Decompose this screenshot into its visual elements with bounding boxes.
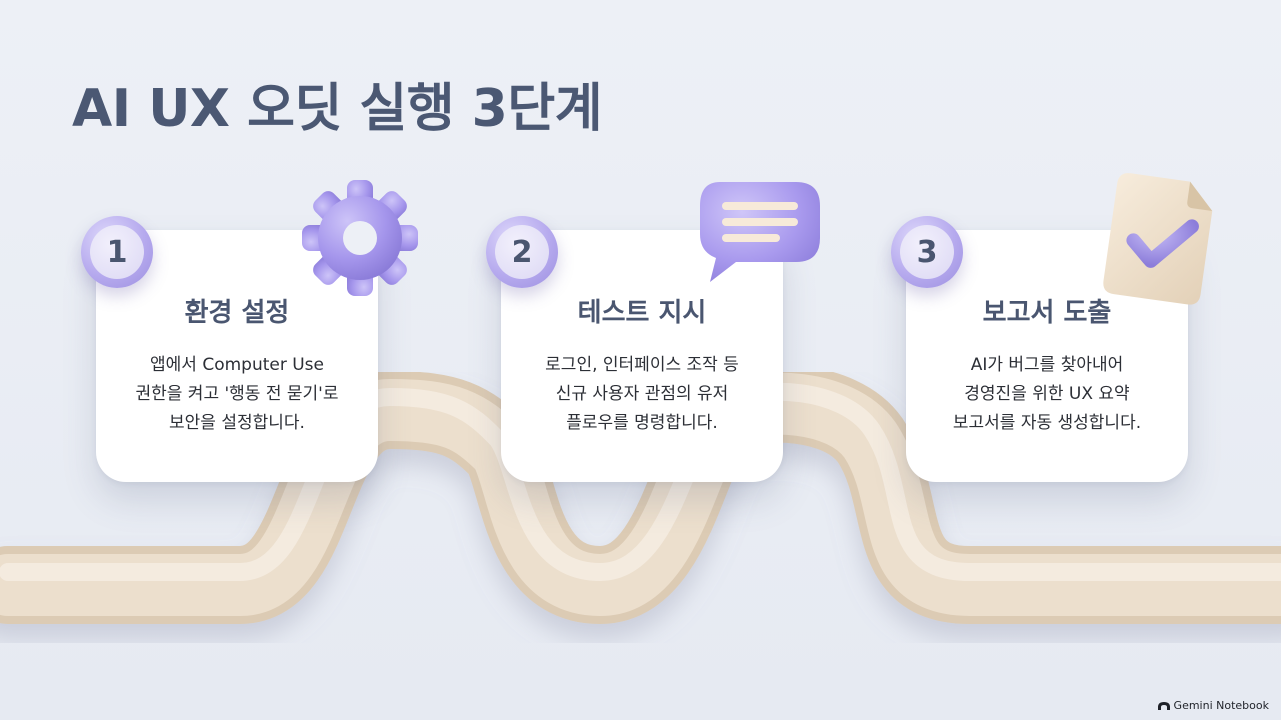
step-3-desc-line: AI가 버그를 찾아내어 [970, 355, 1124, 375]
document-check-icon [1103, 173, 1213, 305]
step-1-number: 1 [90, 225, 144, 279]
step-1-description: 앱에서 Computer Use 권한을 켜고 '행동 전 묻기'로 보안을 설… [96, 351, 378, 438]
step-1-desc-line: 권한을 켜고 '행동 전 묻기'로 [135, 384, 339, 404]
step-3-number: 3 [900, 225, 954, 279]
step-2-number-badge: 2 [486, 216, 558, 288]
step-1-title: 환경 설정 [184, 298, 290, 328]
step-3-number-badge: 3 [891, 216, 963, 288]
step-1-desc-line: 보안을 설정합니다. [169, 413, 305, 433]
step-3-desc-line: 경영진을 위한 UX 요약 [964, 384, 1130, 404]
step-2-title: 테스트 지시 [577, 298, 707, 328]
step-2-desc-line: 신규 사용자 관점의 유저 [555, 384, 729, 404]
brand-label: Gemini Notebook [1173, 699, 1269, 712]
brand-logo-icon [1157, 701, 1170, 710]
step-3-description: AI가 버그를 찾아내어 경영진을 위한 UX 요약 보고서를 자동 생성합니다… [906, 351, 1188, 438]
step-3-desc-line: 보고서를 자동 생성합니다. [952, 413, 1142, 433]
gear-icon [302, 180, 418, 296]
brand-watermark: Gemini Notebook [1157, 699, 1269, 712]
step-2-desc-line: 플로우를 명령합니다. [566, 413, 718, 433]
step-2-description: 로그인, 인터페이스 조작 등 신규 사용자 관점의 유저 플로우를 명령합니다… [501, 351, 783, 438]
step-3-title: 보고서 도출 [982, 298, 1112, 328]
step-2-desc-line: 로그인, 인터페이스 조작 등 [545, 355, 739, 375]
page-title: AI UX 오딧 실행 3단계 [72, 79, 603, 139]
chat-bubble-icon [700, 182, 820, 282]
step-2-number: 2 [495, 225, 549, 279]
step-1-desc-line: 앱에서 Computer Use [150, 355, 324, 375]
step-1-number-badge: 1 [81, 216, 153, 288]
